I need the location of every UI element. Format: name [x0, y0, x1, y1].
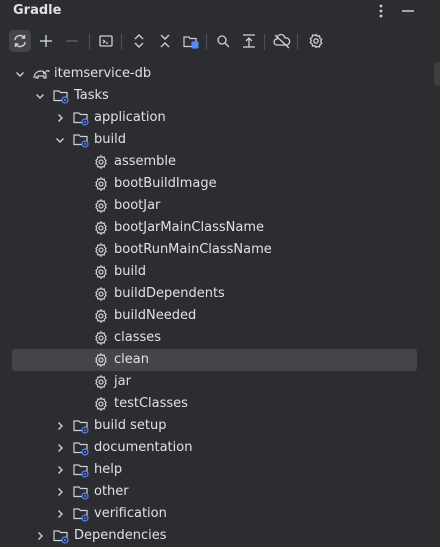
tree-item-task[interactable]: bootJar [12, 195, 417, 217]
tree-item-label: documentation [94, 440, 193, 455]
tree-item-task[interactable]: testClasses [12, 393, 417, 415]
tree-item-tasks[interactable]: Tasks [12, 85, 417, 107]
toolbar-separator [264, 34, 265, 50]
task-folder-icon [52, 87, 70, 105]
tree-item-label: classes [114, 330, 162, 345]
gear-icon [92, 329, 110, 347]
tree-item-label: build [94, 132, 126, 147]
tree-item-label: verification [94, 506, 167, 521]
tree-item-label: itemservice-db [54, 66, 152, 81]
tree-item-label: build [114, 264, 146, 279]
run-task-icon[interactable] [95, 30, 117, 52]
tree-item-label: Tasks [74, 88, 109, 103]
add-icon[interactable] [35, 30, 57, 52]
task-folder-icon [72, 505, 90, 523]
chevron-down-icon[interactable] [32, 88, 48, 104]
side-panel-tab[interactable] [434, 62, 440, 86]
chevron-right-icon[interactable] [52, 506, 68, 522]
remove-icon[interactable] [61, 30, 83, 52]
toolbar-separator [297, 34, 298, 50]
tree-item-label: assemble [114, 154, 177, 169]
settings-icon[interactable] [305, 30, 327, 52]
tree-item-label: application [94, 110, 166, 125]
tree-item-label: other [94, 484, 129, 499]
tree-item-label: bootBuildImage [114, 176, 217, 191]
collapse-all-icon[interactable] [154, 30, 176, 52]
tree-item-group[interactable]: build setup [12, 415, 417, 437]
tree-item-dependencies[interactable]: Dependencies [12, 525, 417, 547]
gear-icon [92, 307, 110, 325]
tree-item-label: buildDependents [114, 286, 225, 301]
chevron-right-icon[interactable] [52, 110, 68, 126]
reload-icon[interactable] [9, 30, 31, 52]
tree-item-group[interactable]: application [12, 107, 417, 129]
toolbar-separator [121, 34, 122, 50]
tree-item-task[interactable]: bootBuildImage [12, 173, 417, 195]
tree-item-task[interactable]: buildNeeded [12, 305, 417, 327]
expand-all-icon[interactable] [128, 30, 150, 52]
gear-icon [92, 373, 110, 391]
tree-item-group[interactable]: build [12, 129, 417, 151]
gear-icon [92, 285, 110, 303]
toolbar-separator [89, 34, 90, 50]
tree-item-task[interactable]: buildDependents [12, 283, 417, 305]
minimize-icon[interactable] [398, 1, 418, 21]
panel-title: Gradle [13, 3, 62, 18]
toolbar-separator [206, 34, 207, 50]
tree-item-label: testClasses [114, 396, 188, 411]
panel-header: Gradle [0, 0, 440, 24]
tree-item-label: clean [114, 352, 149, 367]
analyze-dependencies-icon[interactable] [212, 30, 234, 52]
gear-icon [92, 197, 110, 215]
chevron-down-icon[interactable] [12, 66, 28, 82]
tree-item-project[interactable]: itemservice-db [12, 63, 417, 85]
gear-icon [92, 241, 110, 259]
tree-item-task[interactable]: assemble [12, 151, 417, 173]
task-folder-icon [72, 109, 90, 127]
gear-icon [92, 263, 110, 281]
tree-item-group[interactable]: documentation [12, 437, 417, 459]
task-folder-icon [72, 131, 90, 149]
gear-icon [92, 175, 110, 193]
task-folder-icon [72, 483, 90, 501]
tree-item-label: buildNeeded [114, 308, 197, 323]
chevron-right-icon[interactable] [52, 484, 68, 500]
chevron-right-icon[interactable] [52, 462, 68, 478]
tree-item-task[interactable]: clean [12, 349, 417, 371]
tree-item-task[interactable]: jar [12, 371, 417, 393]
chevron-right-icon[interactable] [52, 440, 68, 456]
tree-item-label: Dependencies [74, 528, 167, 543]
offline-mode-icon[interactable] [271, 30, 293, 52]
show-hierarchy-icon[interactable] [238, 30, 260, 52]
gear-icon [92, 153, 110, 171]
tree-item-group[interactable]: other [12, 481, 417, 503]
chevron-right-icon[interactable] [52, 418, 68, 434]
tree-item-label: build setup [94, 418, 167, 433]
gear-icon [92, 395, 110, 413]
tree-item-label: help [94, 462, 123, 477]
tree-item-task[interactable]: bootRunMainClassName [12, 239, 417, 261]
dependencies-folder-icon [52, 527, 70, 545]
more-options-icon[interactable] [371, 1, 391, 21]
gear-icon [92, 219, 110, 237]
chevron-down-icon[interactable] [52, 132, 68, 148]
tree-item-label: bootJar [114, 198, 161, 213]
tree-item-label: bootRunMainClassName [114, 242, 272, 257]
gradle-toolbar [0, 30, 440, 56]
task-folder-icon [72, 439, 90, 457]
tree-item-task[interactable]: classes [12, 327, 417, 349]
tree-item-task[interactable]: bootJarMainClassName [12, 217, 417, 239]
tree-item-label: jar [114, 374, 131, 389]
chevron-right-icon[interactable] [32, 528, 48, 544]
tree-item-group[interactable]: verification [12, 503, 417, 525]
tree-item-label: bootJarMainClassName [114, 220, 264, 235]
task-folder-icon [72, 417, 90, 435]
gradle-project-icon [32, 65, 50, 83]
task-folder-icon [72, 461, 90, 479]
tree-item-task[interactable]: build [12, 261, 417, 283]
gear-icon [92, 351, 110, 369]
execute-task-icon[interactable] [180, 30, 202, 52]
tree-item-group[interactable]: help [12, 459, 417, 481]
